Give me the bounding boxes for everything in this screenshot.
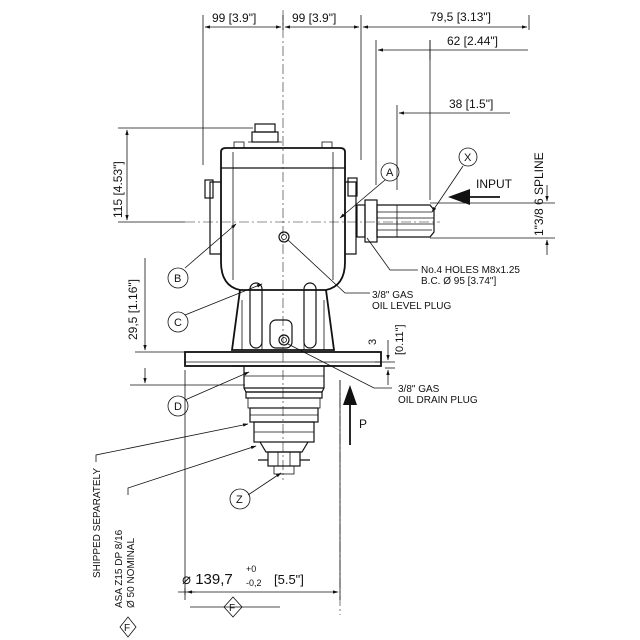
callout-a: A xyxy=(380,162,400,182)
callout-c-label: C xyxy=(174,317,182,329)
callout-z-label: Z xyxy=(236,494,243,506)
asa-note: ASA Z15 DP 8/16 xyxy=(114,529,125,608)
dim-99-left: 99 [3.9"] xyxy=(212,11,256,25)
oil-level-note-2: OIL LEVEL PLUG xyxy=(372,301,452,312)
dim-139-7: ⌀ 139,7 xyxy=(182,571,233,588)
spline-label: 1"3/8 6 SPLINE xyxy=(532,152,546,236)
callout-a-label: A xyxy=(386,167,394,179)
nominal-note: Ø 50 NOMINAL xyxy=(126,538,137,608)
callout-d-label: D xyxy=(174,401,182,413)
dim-139-7-inch: [5.5"] xyxy=(274,572,304,587)
dim-139-7-tol-minus: -0,2 xyxy=(246,578,262,588)
input-label: INPUT xyxy=(476,177,513,191)
bottom-dimension xyxy=(178,370,341,618)
dim-38: 38 [1.5"] xyxy=(449,97,493,111)
input-shaft xyxy=(356,199,435,243)
callout-c: C xyxy=(167,311,189,333)
dim-29-5: 29,5 [1.16"] xyxy=(126,279,140,340)
callout-f-bottom-label: F xyxy=(229,603,235,614)
gearbox-body xyxy=(184,123,382,475)
callout-d: D xyxy=(167,395,189,417)
callout-f-left: F xyxy=(119,616,137,638)
callout-f-left-label: F xyxy=(124,623,130,634)
callout-z: Z xyxy=(229,488,251,510)
leaders xyxy=(95,165,464,496)
center-lines xyxy=(185,10,440,615)
oil-drain-note-1: 3/8" GAS xyxy=(398,384,440,395)
p-arrow xyxy=(343,385,357,445)
callout-x: X xyxy=(458,147,478,167)
shipped-separately-note: SHIPPED SEPARATELY xyxy=(92,468,103,578)
callout-b-label: B xyxy=(174,273,181,285)
oil-level-note-1: 3/8" GAS xyxy=(372,290,414,301)
input-arrow xyxy=(448,189,500,205)
dim-0-11: [0.11"] xyxy=(394,324,406,355)
dim-3: 3 xyxy=(367,339,379,345)
dim-139-7-tol-plus: +0 xyxy=(246,564,256,574)
callout-x-label: X xyxy=(464,152,472,164)
top-dimensions xyxy=(202,15,530,200)
dim-62: 62 [2.44"] xyxy=(447,34,498,48)
p-label: P xyxy=(359,417,367,431)
holes-note-2: B.C. Ø 95 [3.74"] xyxy=(421,276,496,287)
dim-99-right: 99 [3.9"] xyxy=(292,11,336,25)
holes-note-1: No.4 HOLES M8x1.25 xyxy=(421,265,520,276)
dim-79-5: 79,5 [3.13"] xyxy=(430,10,491,24)
oil-drain-note-2: OIL DRAIN PLUG xyxy=(398,395,478,406)
right-dimensions xyxy=(375,185,555,385)
dim-115: 115 [4.53"] xyxy=(111,161,125,218)
callout-b: B xyxy=(167,267,189,289)
left-dimensions xyxy=(118,127,253,386)
